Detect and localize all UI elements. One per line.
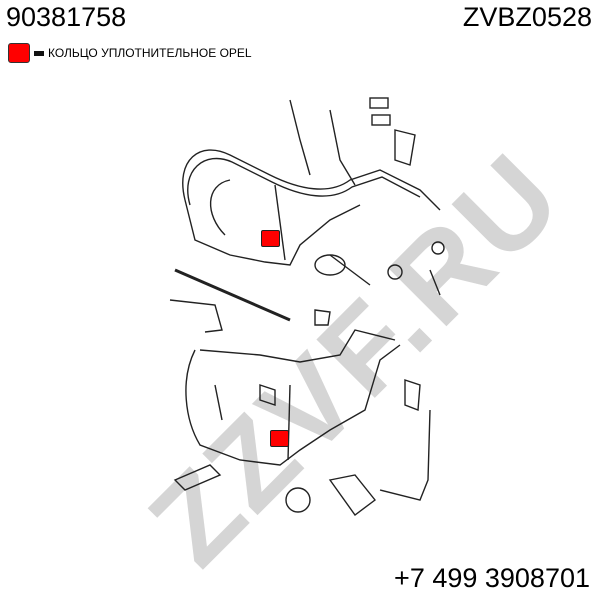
bracket-b [169,299,223,333]
seal-ring-marker-lower[interactable] [270,430,289,447]
bracket-d [173,464,222,491]
lower-supply-line [199,329,396,363]
upper-pipe [274,184,286,261]
clamp-arc [209,179,231,236]
bracket-a [394,129,416,166]
washer [431,241,445,255]
upper-return-line [184,199,361,266]
bracket-e [328,474,376,516]
upper-hose [182,149,441,211]
phone-number: +7 499 3908701 [394,563,590,593]
clamp-lower [259,384,276,406]
legend-label: КОЛЬЦО УПЛОТНИТЕЛЬНОЕ OPEL [48,46,252,60]
sensor [214,384,223,421]
lower-hose [185,344,401,466]
seal-ring-marker-upper[interactable] [261,230,280,247]
cable-tie [174,268,291,322]
upper-fitting-pipes [289,99,356,186]
bracket-c [404,379,421,411]
clip-b [371,114,391,126]
catalog-code: ZVBZ0528 [462,2,592,32]
tape-strip [329,254,371,286]
legend-dash [34,50,44,56]
legend-swatch [8,43,30,63]
hose-clip [285,487,311,513]
upper-hose-outline [187,157,421,206]
lower-pipe [287,384,291,461]
bolt [429,269,441,296]
tape-roll [314,254,346,276]
lower-right-pipe [379,409,431,501]
nut [387,264,403,280]
clip-a [369,97,389,109]
legend: КОЛЬЦО УПЛОТНИТЕЛЬНОЕ OPEL [8,43,252,63]
mount [314,309,331,326]
part-number: 90381758 [6,2,127,32]
